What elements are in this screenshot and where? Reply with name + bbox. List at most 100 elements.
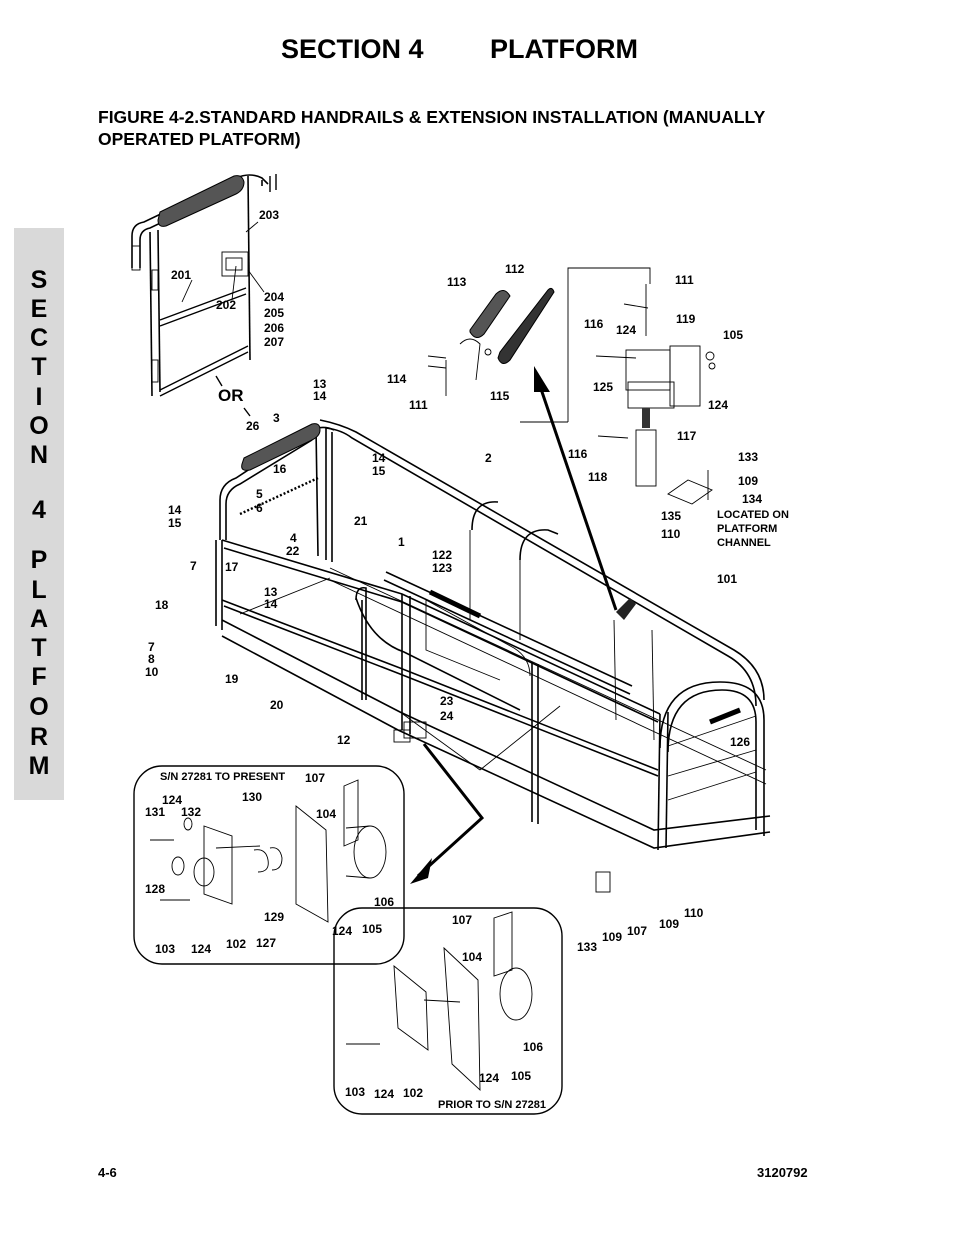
callout-109-bottom-b: 109: [659, 917, 679, 931]
callout-131: 131: [145, 805, 165, 819]
callout-7-top: 7: [190, 559, 197, 573]
section-number: SECTION 4: [281, 34, 424, 64]
callout-205: 205: [264, 306, 284, 320]
callout-116-top: 116: [584, 317, 604, 331]
callout-122: 122: [432, 548, 452, 562]
side-tab-letter: 4: [32, 496, 46, 524]
reference-arrows: [410, 366, 618, 884]
callout-112: 112: [505, 262, 525, 276]
callout-14-bottom: 14: [264, 597, 278, 611]
callout-23: 23: [440, 694, 454, 708]
callout-3: 3: [273, 411, 280, 425]
located-note-line3: CHANNEL: [717, 537, 771, 549]
callout-118: 118: [588, 470, 608, 484]
gate-leader-lines: [181, 221, 265, 303]
callout-124-inset2-right: 124: [479, 1071, 499, 1085]
callout-14-top: 14: [313, 389, 327, 403]
callout-20: 20: [270, 698, 284, 712]
figure-title: FIGURE 4-2.STANDARD HANDRAILS & EXTENSIO…: [98, 107, 765, 149]
callout-106-inset2: 106: [523, 1040, 543, 1054]
callout-103-inset1: 103: [155, 942, 175, 956]
section-title: PLATFORM: [490, 34, 638, 64]
callout-124-inset2-left: 124: [374, 1087, 394, 1101]
callout-13-bottom: 13: [264, 585, 278, 599]
callout-135: 135: [661, 509, 681, 523]
inset-current-label: S/N 27281 TO PRESENT: [160, 771, 285, 783]
callout-110-bottom: 110: [684, 906, 704, 920]
callout-124-latch: 124: [708, 398, 728, 412]
callout-10: 10: [145, 665, 159, 679]
callout-104-inset2: 104: [462, 950, 482, 964]
callout-111-latch: 111: [675, 273, 694, 287]
side-tab-letter: F: [31, 663, 47, 691]
callout-132: 132: [181, 805, 201, 819]
callout-201: 201: [171, 268, 191, 282]
callout-105-inset2: 105: [511, 1069, 531, 1083]
side-tab-letter: A: [29, 605, 49, 633]
side-tab-letter: O: [29, 412, 49, 440]
callout-133-top: 133: [738, 450, 758, 464]
or-label: OR: [218, 386, 244, 405]
callout-113: 113: [447, 275, 467, 289]
callout-7-bottom: 7: [148, 640, 155, 654]
callout-110-top: 110: [661, 527, 681, 541]
callout-133-bottom: 133: [577, 940, 597, 954]
inset-prior-label: PRIOR TO S/N 27281: [438, 1099, 546, 1111]
side-tab-letter: R: [29, 723, 49, 751]
callout-101: 101: [717, 572, 737, 586]
callout-107-bottom: 107: [627, 924, 647, 938]
side-tab-letter: S: [30, 266, 48, 294]
callout-1: 1: [398, 535, 405, 549]
inset-current-drawing: [150, 779, 387, 923]
callout-109-top: 109: [738, 474, 758, 488]
callout-126: 126: [730, 735, 750, 749]
located-note-line1: LOCATED ON: [717, 509, 789, 521]
callout-104-inset1: 104: [316, 807, 336, 821]
callout-21: 21: [354, 514, 368, 528]
side-tab-letter: T: [31, 634, 47, 662]
callout-114: 114: [387, 372, 407, 386]
callout-202: 202: [216, 298, 236, 312]
callout-16: 16: [273, 462, 287, 476]
side-tab-letter: I: [35, 383, 43, 411]
callout-17: 17: [225, 560, 239, 574]
platform-frame-drawing: [215, 419, 771, 893]
callout-107-inset1: 107: [305, 771, 325, 785]
callout-4: 4: [290, 531, 297, 545]
callout-107-inset2: 107: [452, 913, 472, 927]
latch-detail-drawing: [520, 267, 716, 505]
callout-105-latch: 105: [723, 328, 743, 342]
side-tab-letter: O: [29, 693, 49, 721]
located-note-line2: PLATFORM: [717, 523, 777, 535]
callout-124-top: 124: [616, 323, 636, 337]
side-tab-letter: M: [28, 752, 50, 780]
callout-103-inset2: 103: [345, 1085, 365, 1099]
callout-24: 24: [440, 709, 454, 723]
side-tab-letter: L: [31, 576, 47, 604]
callout-206: 206: [264, 321, 284, 335]
side-tab-letter: P: [30, 546, 48, 574]
inset-prior-drawing: [346, 911, 533, 1092]
callout-14-mid: 14: [372, 451, 386, 465]
side-tab-letter: N: [29, 441, 49, 469]
callout-130: 130: [242, 790, 262, 804]
callout-123: 123: [432, 561, 452, 575]
callout-124-inset1-mid: 124: [332, 924, 352, 938]
callout-15-left: 15: [168, 516, 182, 530]
callout-117: 117: [677, 429, 697, 443]
side-tab-letter: C: [29, 324, 49, 352]
callout-111-handle: 111: [409, 398, 428, 412]
inset-current-frame: [133, 765, 405, 965]
callout-8: 8: [148, 652, 155, 666]
callout-105-inset1: 105: [362, 922, 382, 936]
callout-26: 26: [246, 419, 260, 433]
callout-127: 127: [256, 936, 276, 950]
callout-19: 19: [225, 672, 239, 686]
callout-204: 204: [264, 290, 284, 304]
callout-119: 119: [676, 312, 696, 326]
callout-14-left: 14: [168, 503, 182, 517]
callout-203: 203: [259, 208, 279, 222]
callout-134: 134: [742, 492, 762, 506]
